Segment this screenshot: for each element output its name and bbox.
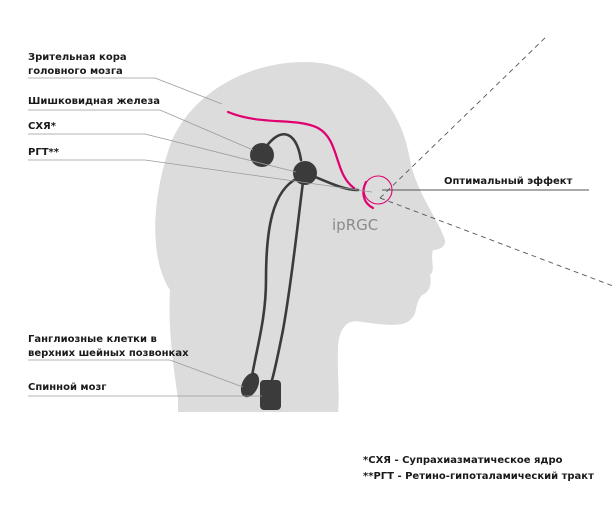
ganglion-leader xyxy=(28,359,244,388)
iprgc-label: ipRGC xyxy=(332,216,378,234)
visual-cortex-label-line2: головного мозга xyxy=(28,66,123,77)
ganglion-label-line1: Ганглиозные клетки в xyxy=(28,334,157,345)
rht-label: РГТ** xyxy=(28,147,60,158)
scn-node xyxy=(293,161,317,185)
visual-cortex-pathway xyxy=(226,110,356,190)
footnote-rht: **РГТ - Ретино-гипоталамический тракт xyxy=(363,471,594,482)
pathway-left-descending xyxy=(249,176,300,384)
head-silhouette xyxy=(155,62,446,412)
pineal-label: Шишковидная железа xyxy=(28,96,160,107)
pathway-right-descending xyxy=(270,180,305,382)
eye-retina-arc xyxy=(362,180,375,210)
ganglion-label-line2: верхних шейных позвонках xyxy=(28,348,189,359)
optimal-effect-label: Оптимальный эффект xyxy=(444,175,573,187)
scn-leader xyxy=(28,133,297,173)
light-ray-upper xyxy=(379,34,549,199)
footnote-scn: *СХЯ - Супрахиазматическое ядро xyxy=(363,455,563,466)
scn-label: СХЯ* xyxy=(28,121,57,132)
label-leaders xyxy=(28,77,373,397)
visual-cortex-leader xyxy=(28,77,223,105)
spinal-cord-segment xyxy=(260,380,281,410)
light-ray-lower xyxy=(379,197,613,287)
spinal-cord-label: Спинной мозг xyxy=(28,382,107,393)
rht-leader xyxy=(28,159,373,193)
ganglion-cells xyxy=(240,372,260,398)
pineal-leader xyxy=(28,109,254,151)
visual-cortex-label-line1: Зрительная кора xyxy=(28,52,127,63)
pineal-gland xyxy=(250,143,274,167)
